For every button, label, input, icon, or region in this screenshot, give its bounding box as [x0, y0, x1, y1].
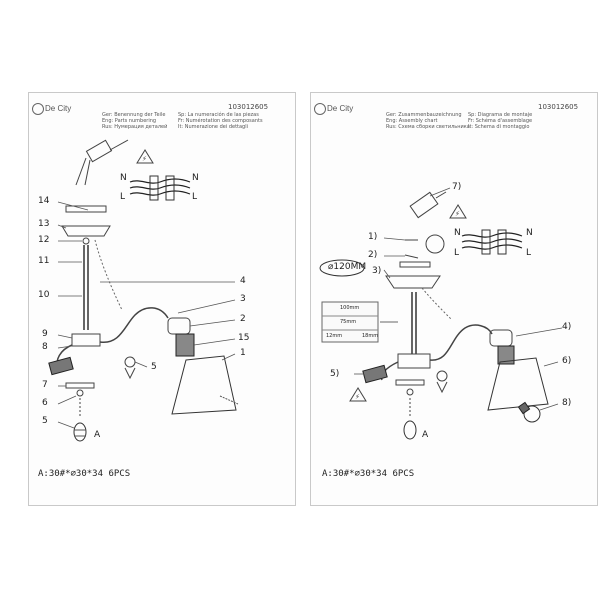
hub — [397, 353, 431, 369]
wire-label-n2: N — [192, 173, 199, 183]
product-code: 103012605 — [538, 103, 579, 111]
step-6: 6) — [562, 356, 572, 366]
part-number-4: 4 — [240, 276, 246, 286]
crystal-drop — [436, 381, 448, 394]
lamp-socket — [497, 345, 515, 365]
warning-icon — [136, 149, 154, 164]
crystal-pendant — [73, 422, 87, 442]
mounting-bracket — [65, 205, 107, 213]
svg-text:⚡: ⚡ — [142, 155, 147, 163]
wire-label-n1: N — [120, 173, 127, 183]
lamp-shade — [487, 357, 549, 411]
crystal-drop — [124, 367, 136, 380]
parts-footer: A:30#*⌀30*34 6PCS — [322, 469, 415, 479]
part-number-7: 7 — [42, 380, 48, 390]
part-number-8: 8 — [42, 342, 48, 352]
right-sheet — [310, 92, 598, 506]
wiring-diagram — [129, 175, 191, 201]
header-col-1: Ger: Zusammenbauzeichnung Eng: Assembly … — [386, 112, 470, 130]
dimension-75mm: 75mm — [340, 319, 357, 325]
lamp-socket — [175, 333, 195, 357]
left-socket — [362, 364, 388, 384]
right-assembly-drawing: ⚡ — [319, 187, 563, 440]
diameter-indicator — [319, 259, 365, 277]
warning-icon — [449, 204, 467, 219]
svg-text:⚡: ⚡ — [355, 393, 360, 401]
arm-right — [429, 324, 493, 361]
header-col-2: Sp: La numeración de las piezas Fr: Numé… — [178, 112, 263, 130]
wiring-diagram — [461, 229, 523, 255]
junction-box — [85, 139, 113, 163]
wire-label-n1: N — [454, 228, 461, 238]
product-code: 103012605 — [228, 103, 269, 111]
junction-box — [409, 191, 439, 219]
lamp-shade — [171, 355, 237, 415]
canopy — [61, 225, 111, 237]
header-col-2: Sp: Diagrama de montaje Fr: Schéma d'ass… — [468, 112, 533, 130]
dimension-18mm: 18mm — [362, 333, 379, 339]
arm-right — [99, 307, 169, 343]
diameter-label: ⌀120MM — [328, 262, 367, 272]
left-sheet — [28, 92, 296, 506]
dimension-12mm: 12mm — [326, 333, 343, 339]
hub — [71, 333, 101, 347]
brand-logo: De City — [314, 103, 353, 115]
right-page: De City 103012605 Ger: Zusammenbauzeichn… — [300, 0, 600, 600]
step-8: 8) — [562, 398, 572, 408]
wire-label-l2: L — [526, 248, 532, 258]
bulb — [523, 405, 541, 423]
part-number-11: 11 — [38, 256, 50, 266]
step-4: 4) — [562, 322, 572, 332]
header-col-1: Ger: Benennung der Teile Eng: Parts numb… — [102, 112, 168, 130]
step-3: 3) — [372, 266, 382, 276]
logo-ring-icon — [314, 103, 326, 115]
svg-text:⚡: ⚡ — [455, 210, 460, 218]
part-number-1: 1 — [240, 348, 246, 358]
part-number-14: 14 — [38, 196, 50, 206]
part-number-9: 9 — [42, 329, 48, 339]
part-number-3: 3 — [240, 294, 246, 304]
warning-icon-2 — [349, 387, 367, 402]
part-number-6: 6 — [42, 398, 48, 408]
detail-label-a: A — [422, 430, 429, 440]
wire-label-n2: N — [526, 228, 533, 238]
step-1: 1) — [368, 232, 378, 242]
part-number-13: 13 — [38, 219, 50, 229]
part-number-5: 5 — [42, 416, 48, 426]
parts-footer: A:30#*⌀30*34 6PCS — [38, 469, 131, 479]
dimension-table — [321, 301, 379, 343]
step-7: 7) — [452, 182, 462, 192]
dimension-100mm: 100mm — [340, 305, 360, 311]
part-number-2: 2 — [240, 314, 246, 324]
part-number-5b: 5 — [151, 362, 157, 372]
part-number-12: 12 — [38, 235, 50, 245]
part-number-15: 15 — [238, 333, 250, 343]
crystal-pendant — [403, 420, 417, 440]
step-2: 2) — [368, 250, 378, 260]
part-number-10: 10 — [38, 290, 50, 300]
wire-label-l1: L — [454, 248, 460, 258]
left-exploded-drawing: ⚡ — [48, 139, 239, 442]
detail-label-a: A — [94, 430, 101, 440]
left-socket — [48, 356, 74, 376]
wire-label-l1: L — [120, 192, 126, 202]
brand-logo: De City — [32, 103, 71, 115]
logo-ring-icon — [32, 103, 44, 115]
wire-label-l2: L — [192, 192, 198, 202]
step-5: 5) — [330, 369, 340, 379]
canopy — [385, 275, 441, 289]
left-page: De City 103012605 Ger: Benennung der Tei… — [28, 92, 296, 506]
